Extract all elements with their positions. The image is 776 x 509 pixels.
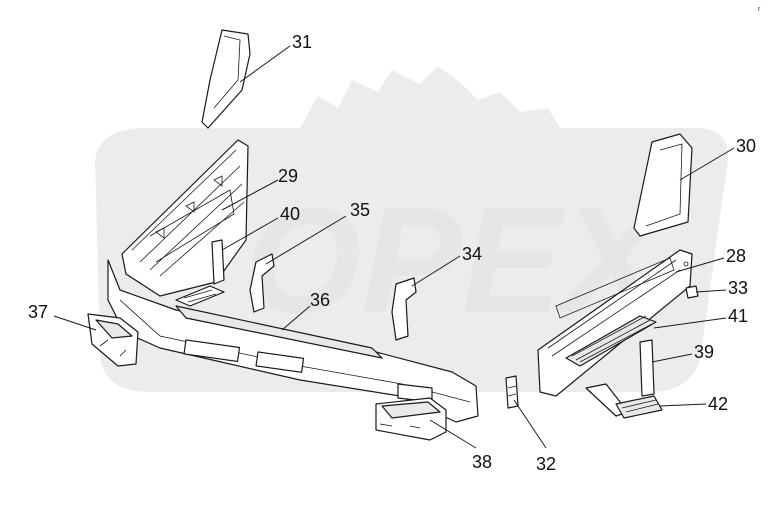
callout-31: 31 — [292, 32, 312, 52]
callout-37: 37 — [28, 302, 48, 322]
part-41-right-step — [565, 315, 657, 367]
callout-35: 35 — [350, 200, 370, 220]
callout-39: 39 — [694, 342, 714, 362]
part-39-step-bracket — [585, 339, 655, 417]
callout-29: 29 — [278, 166, 298, 186]
part-33-clip — [685, 285, 699, 299]
part-31-deflector-left — [201, 29, 251, 129]
part-37-headlamp-left — [87, 313, 139, 367]
callout-33: 33 — [728, 278, 748, 298]
corner-mark: r — [758, 6, 761, 13]
part-36-bumper-main — [107, 259, 479, 423]
part-42-step-tread — [615, 395, 663, 419]
callout-labels: 31 30 29 40 35 34 36 37 38 32 28 33 41 3… — [28, 32, 756, 474]
callout-38: 38 — [472, 452, 492, 472]
leader-lines — [53, 45, 735, 449]
callout-32: 32 — [536, 454, 556, 474]
callout-42: 42 — [708, 394, 728, 414]
part-35-bracket — [249, 253, 275, 313]
part-38-headlamp-right — [375, 397, 447, 441]
callout-40: 40 — [280, 204, 300, 224]
part-34-bracket — [391, 277, 417, 341]
callout-36: 36 — [310, 290, 330, 310]
callout-34: 34 — [462, 244, 482, 264]
callout-28: 28 — [726, 246, 746, 266]
callout-41: 41 — [728, 306, 748, 326]
callout-30: 30 — [736, 136, 756, 156]
part-40-left-step — [175, 239, 225, 307]
